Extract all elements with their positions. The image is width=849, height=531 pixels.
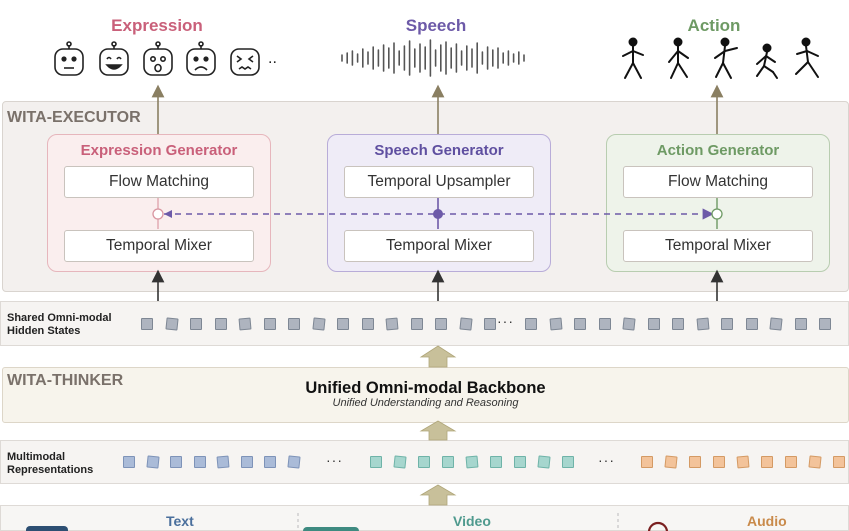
video-token — [562, 456, 574, 468]
text-token — [123, 456, 135, 468]
expression-ellipsis: .. — [268, 50, 277, 67]
hidden-state-token — [648, 318, 660, 330]
hidden-state-token — [411, 318, 423, 330]
up-arrow-to-hidden — [419, 345, 457, 368]
temporal-mixer-box: Temporal Mixer — [623, 230, 813, 262]
surprised-face-icon — [143, 41, 173, 76]
hidden-state-token — [484, 318, 496, 330]
thinker-panel: WITA-THINKER Unified Omni-modal Backbone… — [2, 367, 849, 423]
audio-token — [641, 456, 653, 468]
text-token — [170, 456, 182, 468]
temporal-upsampler-box: Temporal Upsampler — [344, 166, 534, 198]
video-token — [370, 456, 382, 468]
hidden-state-token — [337, 318, 349, 330]
expression-output-title: Expression — [111, 16, 203, 35]
action-output-title: Action — [687, 16, 741, 35]
audio-input-icon — [647, 521, 669, 531]
generator-title: Action Generator — [656, 142, 780, 159]
hidden-state-token — [190, 318, 202, 330]
stick-figure-icon — [622, 37, 644, 79]
text-token — [194, 456, 206, 468]
hidden-state-token — [362, 318, 374, 330]
executor-label: WITA-EXECUTOR — [7, 109, 141, 126]
flow-matching-box: Flow Matching — [623, 166, 813, 198]
hidden-state-token — [215, 318, 227, 330]
hidden-state-token — [672, 318, 684, 330]
multimodal-ellipsis-2: ··· — [598, 452, 615, 468]
stick-figure-icon — [795, 37, 819, 78]
hidden-states-label: Shared Omni-modal Hidden States — [7, 312, 112, 337]
text-input-icon — [26, 526, 68, 531]
stick-figure-icon — [668, 37, 689, 79]
squint-face-icon — [230, 48, 260, 76]
backbone-subtitle: Unified Understanding and Reasoning — [332, 397, 519, 409]
expression-generator: Expression Generator Flow Matching Tempo… — [47, 134, 271, 272]
up-arrow-to-thinker — [419, 420, 457, 441]
hidden-state-token — [795, 318, 807, 330]
text-token — [241, 456, 253, 468]
hidden-state-token — [746, 318, 758, 330]
video-input-icon — [303, 527, 359, 531]
video-input-label: Video — [453, 513, 491, 529]
audio-input-label: Audio — [747, 513, 787, 529]
hidden-state-token — [599, 318, 611, 330]
flow-matching-box: Flow Matching — [64, 166, 254, 198]
speech-output-title: Speech — [405, 16, 467, 35]
temporal-mixer-box: Temporal Mixer — [344, 230, 534, 262]
hidden-states-ellipsis: ··· — [497, 313, 514, 329]
hidden-state-token — [264, 318, 276, 330]
sad-face-icon — [186, 41, 216, 76]
temporal-mixer-box: Temporal Mixer — [64, 230, 254, 262]
video-token — [418, 456, 430, 468]
text-token — [264, 456, 276, 468]
speech-generator: Speech Generator Temporal Upsampler Temp… — [327, 134, 551, 272]
video-token — [490, 456, 502, 468]
audio-token — [761, 456, 773, 468]
generator-title: Expression Generator — [80, 142, 238, 159]
generator-title: Speech Generator — [374, 142, 504, 159]
hidden-state-token — [819, 318, 831, 330]
audio-token — [833, 456, 845, 468]
video-token — [514, 456, 526, 468]
audio-token — [713, 456, 725, 468]
action-sync-node — [711, 208, 723, 220]
action-generator: Action Generator Flow Matching Temporal … — [606, 134, 830, 272]
backbone-title: Unified Omni-modal Backbone — [305, 379, 546, 397]
hidden-state-token — [721, 318, 733, 330]
speech-sync-node — [433, 209, 443, 219]
hidden-state-token — [288, 318, 300, 330]
action-figures — [622, 37, 819, 79]
hidden-state-token — [435, 318, 447, 330]
hidden-state-token — [525, 318, 537, 330]
multimodal-ellipsis-1: ··· — [326, 452, 343, 468]
audio-token — [785, 456, 797, 468]
audio-token — [689, 456, 701, 468]
thinker-label: WITA-THINKER — [7, 372, 124, 389]
neutral-face-icon — [54, 41, 84, 76]
expression-sync-node — [152, 208, 164, 220]
stick-figure-icon — [756, 43, 778, 79]
hidden-state-token — [141, 318, 153, 330]
up-arrow-to-multimodal — [419, 484, 457, 506]
stick-figure-icon — [714, 37, 738, 79]
hidden-state-token — [574, 318, 586, 330]
video-token — [442, 456, 454, 468]
text-input-label: Text — [166, 513, 194, 529]
happy-face-icon — [99, 41, 129, 76]
speech-waveform-icon — [341, 39, 525, 77]
expression-faces — [54, 41, 260, 76]
multimodal-label: Multimodal Representations — [7, 451, 94, 476]
